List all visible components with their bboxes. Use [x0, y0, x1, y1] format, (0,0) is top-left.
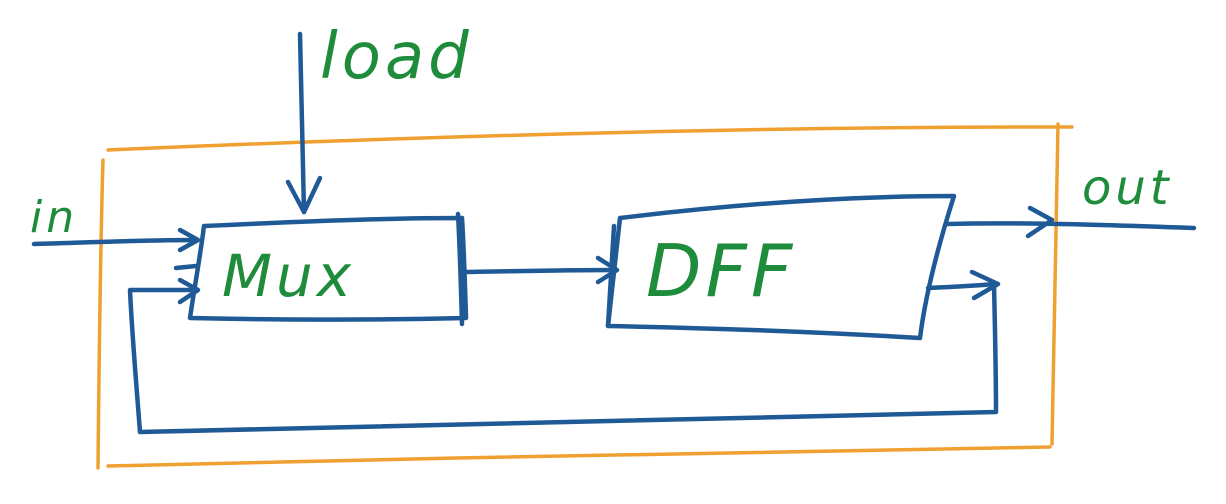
out-label: out — [1082, 160, 1173, 216]
dff-label: DFF — [646, 229, 796, 313]
feedback-loop-wire — [127, 281, 999, 435]
boundary-top-edge — [106, 125, 1074, 152]
in-arrowhead — [177, 227, 201, 253]
in-wire — [31, 237, 199, 247]
boundary-right-edge — [1050, 122, 1060, 446]
boundary-left-edge — [96, 158, 105, 470]
chip-boundary — [96, 122, 1074, 470]
load-label: load — [320, 20, 473, 94]
mux-to-dff-wire — [463, 267, 619, 275]
load-wire — [297, 31, 307, 215]
boundary-bottom-edge — [106, 445, 1052, 468]
out-wire — [945, 221, 1197, 231]
feedback-tap-arrowhead — [969, 269, 1001, 301]
mux-box-right-double — [455, 211, 465, 327]
dff-box-left-double — [605, 223, 617, 329]
feedback-tap-wire — [925, 281, 999, 291]
feedback-arrowhead — [177, 277, 201, 305]
mux-to-dff-arrowhead — [595, 255, 620, 285]
mux-label: Mux — [222, 242, 355, 310]
in-label: in — [30, 192, 78, 243]
out-arrowhead — [1025, 205, 1055, 239]
load-arrowhead — [285, 175, 323, 215]
mux-box — [187, 215, 469, 322]
mux-input-tick — [173, 263, 199, 271]
circuit-wires — [31, 31, 1197, 435]
